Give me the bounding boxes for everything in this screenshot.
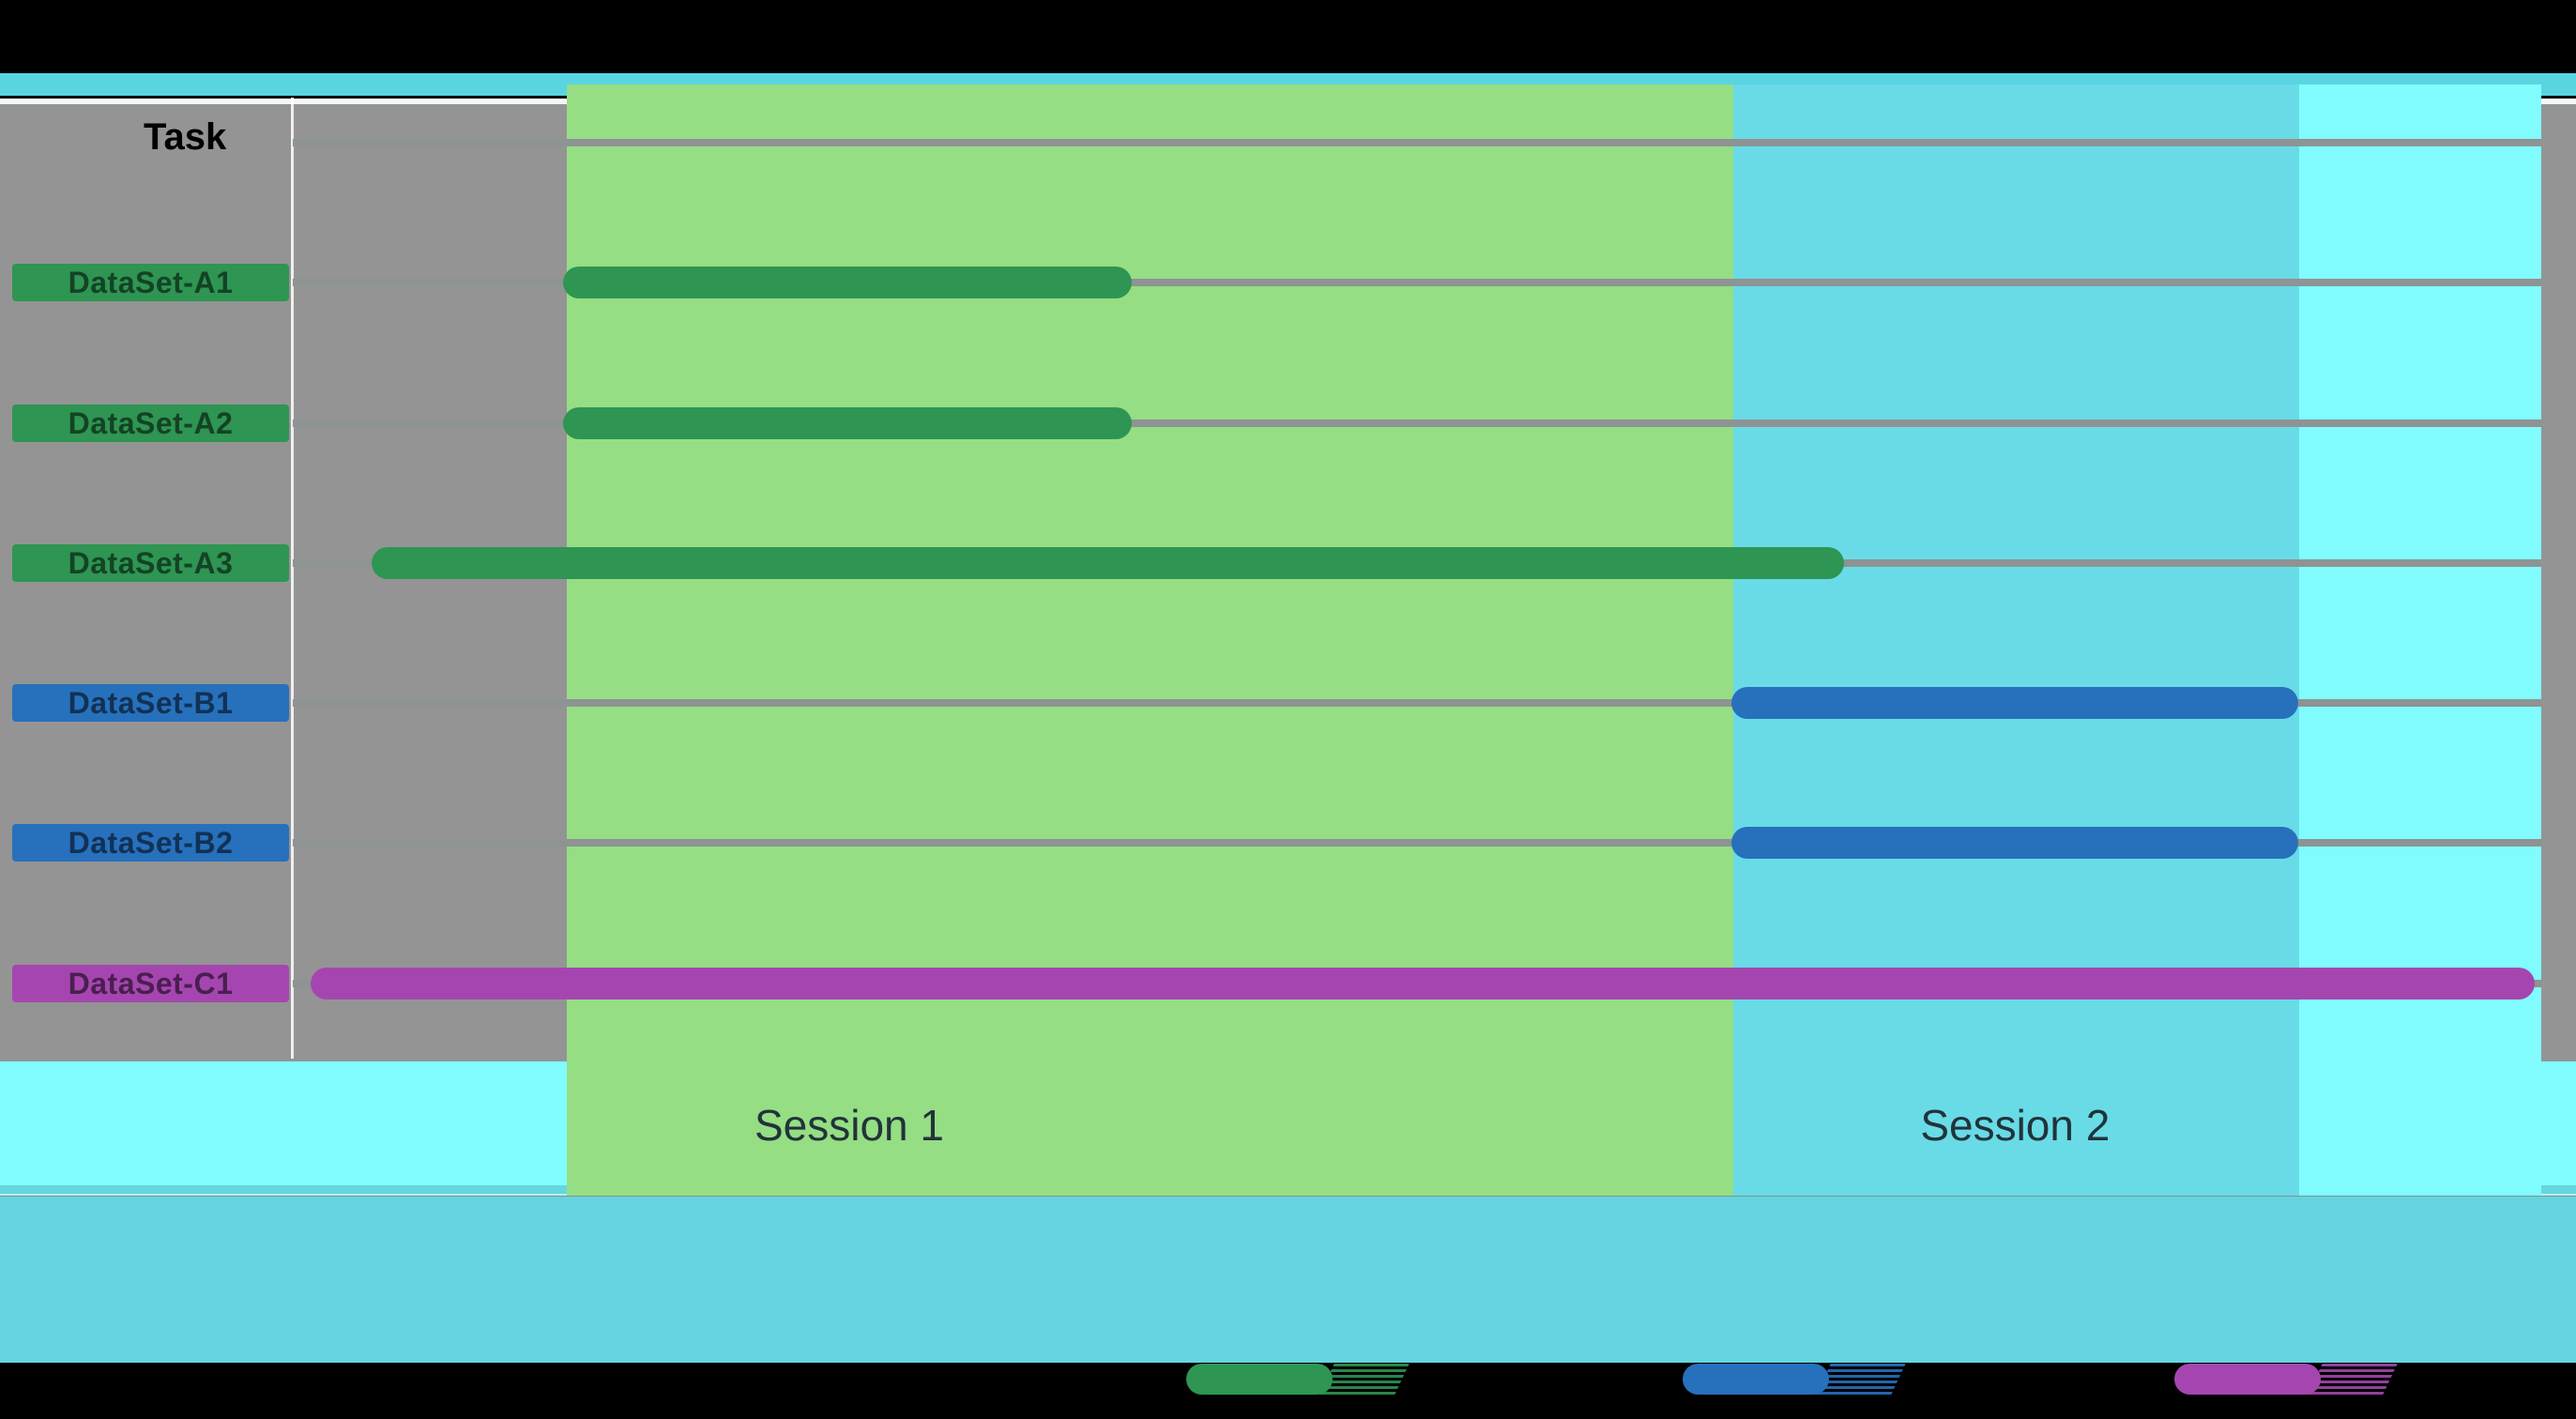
session-label-2: Session 2 bbox=[1920, 1101, 2111, 1150]
task-label: DataSet-B2 bbox=[12, 824, 289, 862]
y-axis-title: Task bbox=[144, 116, 227, 158]
legend-swatch bbox=[1683, 1364, 1829, 1395]
gridline bbox=[293, 279, 2541, 286]
task-bar bbox=[562, 267, 1132, 298]
gridline bbox=[293, 139, 2541, 146]
task-bar bbox=[1731, 687, 2299, 719]
task-bar bbox=[371, 547, 1845, 579]
gridline bbox=[293, 420, 2541, 427]
post-session-band bbox=[2298, 84, 2541, 1196]
plot-top-white-line-1 bbox=[2541, 99, 2576, 101]
session-band-2 bbox=[1732, 84, 2299, 1196]
task-label: DataSet-C1 bbox=[12, 965, 289, 1002]
task-label: DataSet-B1 bbox=[12, 684, 289, 722]
task-label: DataSet-A2 bbox=[12, 404, 289, 442]
session-label-1: Session 1 bbox=[754, 1101, 945, 1150]
task-label: DataSet-A3 bbox=[12, 544, 289, 582]
legend-swatch-tail bbox=[1816, 1364, 1906, 1395]
axis-separator-line bbox=[291, 98, 294, 1059]
gridline bbox=[293, 699, 2541, 707]
task-bar bbox=[562, 407, 1132, 439]
task-label: DataSet-A1 bbox=[12, 264, 289, 301]
legend-swatch bbox=[2174, 1364, 2321, 1395]
legend-swatch bbox=[1186, 1364, 1333, 1395]
task-bar bbox=[311, 968, 2535, 999]
plot-top-white-line-0 bbox=[0, 99, 567, 101]
session-band-1 bbox=[567, 84, 1733, 1196]
legend-swatch-tail bbox=[2308, 1364, 2398, 1395]
gridline bbox=[293, 839, 2541, 847]
task-bar bbox=[1731, 827, 2299, 859]
legend-swatch-tail bbox=[1319, 1364, 1410, 1395]
bottom-turquoise-band bbox=[0, 1197, 2576, 1363]
right-edge-background bbox=[2541, 101, 2576, 1061]
